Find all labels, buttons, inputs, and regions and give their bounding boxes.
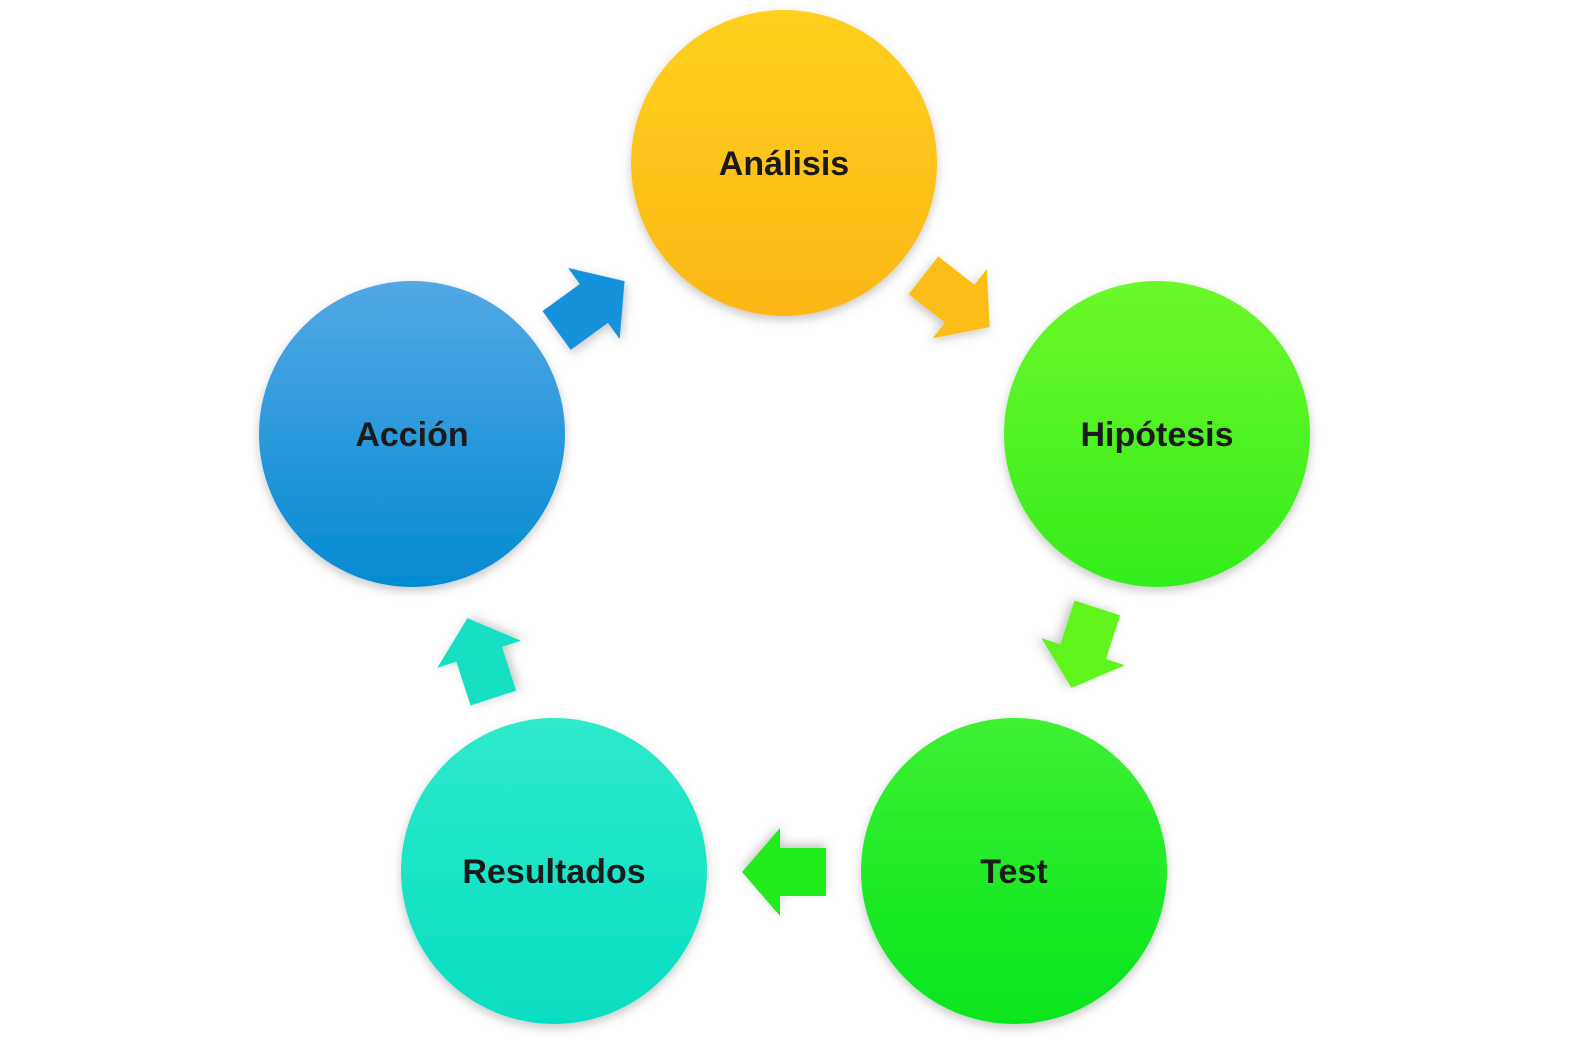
node-test: Test [861,718,1167,1024]
node-test-label: Test [980,853,1047,891]
node-accion-circle [259,281,565,587]
node-hipotesis-circle [1004,281,1310,587]
arrow-resultados-to-accion [437,618,521,706]
arrow-accion-to-analisis [542,267,625,350]
node-analisis: Análisis [631,10,937,316]
node-hipotesis: Hipótesis [1004,281,1310,587]
arrow-test-to-resultados [742,828,826,916]
arrow-analisis-to-hipotesis [908,256,990,339]
arrow-hipotesis-to-test [1041,600,1125,688]
node-accion: Acción [259,281,565,587]
node-analisis-label: Análisis [719,145,849,183]
node-resultados-circle [401,718,707,1024]
node-analisis-circle [631,10,937,316]
node-accion-label: Acción [355,416,468,454]
node-test-circle [861,718,1167,1024]
node-hipotesis-label: Hipótesis [1080,416,1233,454]
node-resultados-label: Resultados [462,853,645,891]
arrows-layer [437,256,1125,916]
node-resultados: Resultados [401,718,707,1024]
